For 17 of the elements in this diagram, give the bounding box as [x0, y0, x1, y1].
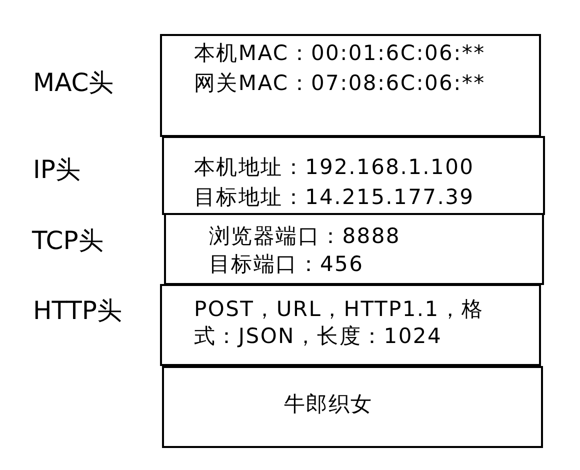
field-text: 浏览器端口：8888 — [209, 223, 400, 250]
field-text: 本机MAC：00:01:6C:06:** — [194, 40, 486, 67]
layer-label: IP头 — [33, 155, 80, 185]
header-box — [160, 284, 541, 366]
field-text: 目标端口：456 — [209, 251, 364, 278]
header-box — [162, 136, 545, 215]
field-text: 网关MAC：07:08:6C:06:** — [194, 70, 486, 97]
field-text: 目标地址：14.215.177.39 — [194, 184, 474, 211]
field-text: POST，URL，HTTP1.1，格式：JSON，长度：1024 — [194, 296, 484, 350]
layer-label: TCP头 — [32, 226, 104, 256]
field-text: 本机地址：192.168.1.100 — [194, 154, 474, 181]
payload-text: 牛郎织女 — [284, 391, 373, 418]
layer-label: HTTP头 — [33, 296, 122, 326]
layer-label: MAC头 — [33, 68, 114, 98]
header-box — [160, 34, 541, 137]
header-box — [164, 213, 544, 285]
payload-box — [162, 366, 543, 448]
